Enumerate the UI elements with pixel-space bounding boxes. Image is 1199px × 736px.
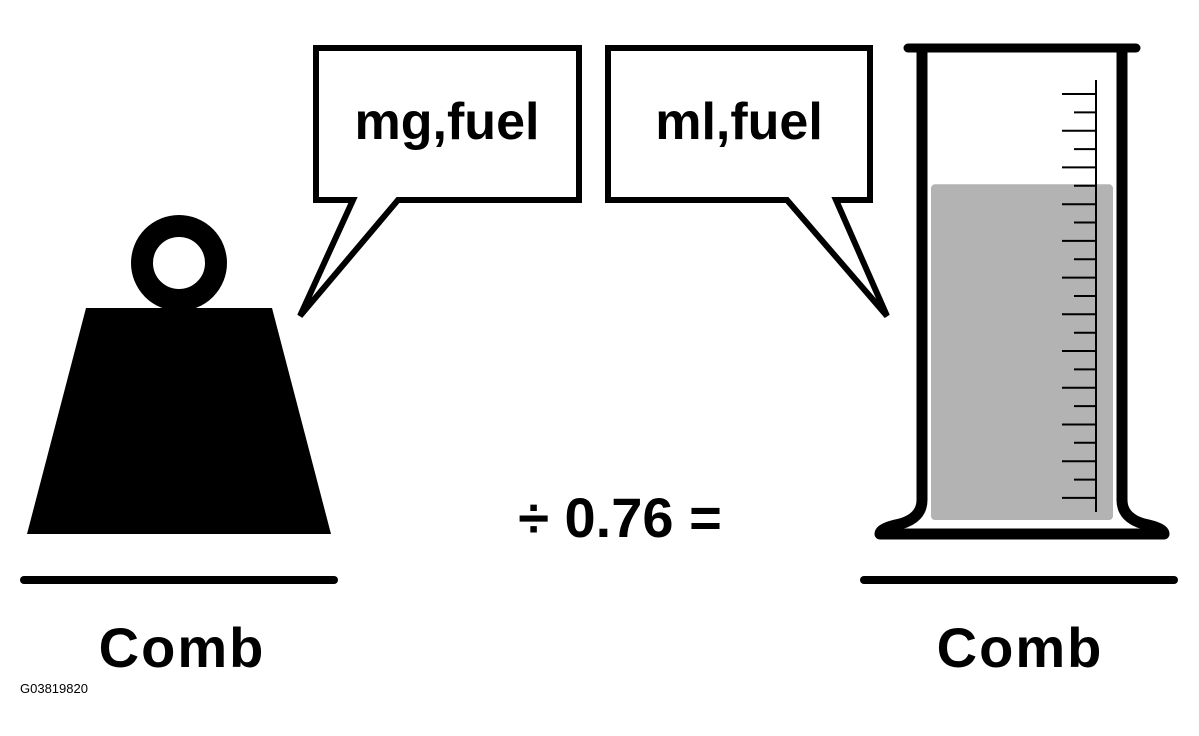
- left-bubble-outline: [297, 45, 582, 318]
- left-bubble-text: mg,fuel: [355, 93, 540, 151]
- figure-id: G03819820: [20, 681, 88, 696]
- operation-text: ÷ 0.76 =: [518, 486, 722, 549]
- left-speech-bubble: mg,fuel: [297, 45, 582, 318]
- graduated-cylinder-icon: [874, 43, 1170, 540]
- weight-body: [27, 308, 331, 534]
- right-bubble-outline: [605, 45, 890, 318]
- weight-ring: [131, 215, 227, 311]
- left-caption: Comb: [99, 616, 266, 679]
- right-bubble-text: ml,fuel: [655, 93, 823, 151]
- cylinder-liquid: [931, 184, 1113, 521]
- cylinder-scale-ticks: [1062, 93, 1096, 499]
- cylinder-outline: [874, 48, 1170, 540]
- weight-icon: [27, 215, 331, 534]
- right-speech-bubble: ml,fuel: [605, 45, 890, 318]
- right-caption: Comb: [937, 616, 1104, 679]
